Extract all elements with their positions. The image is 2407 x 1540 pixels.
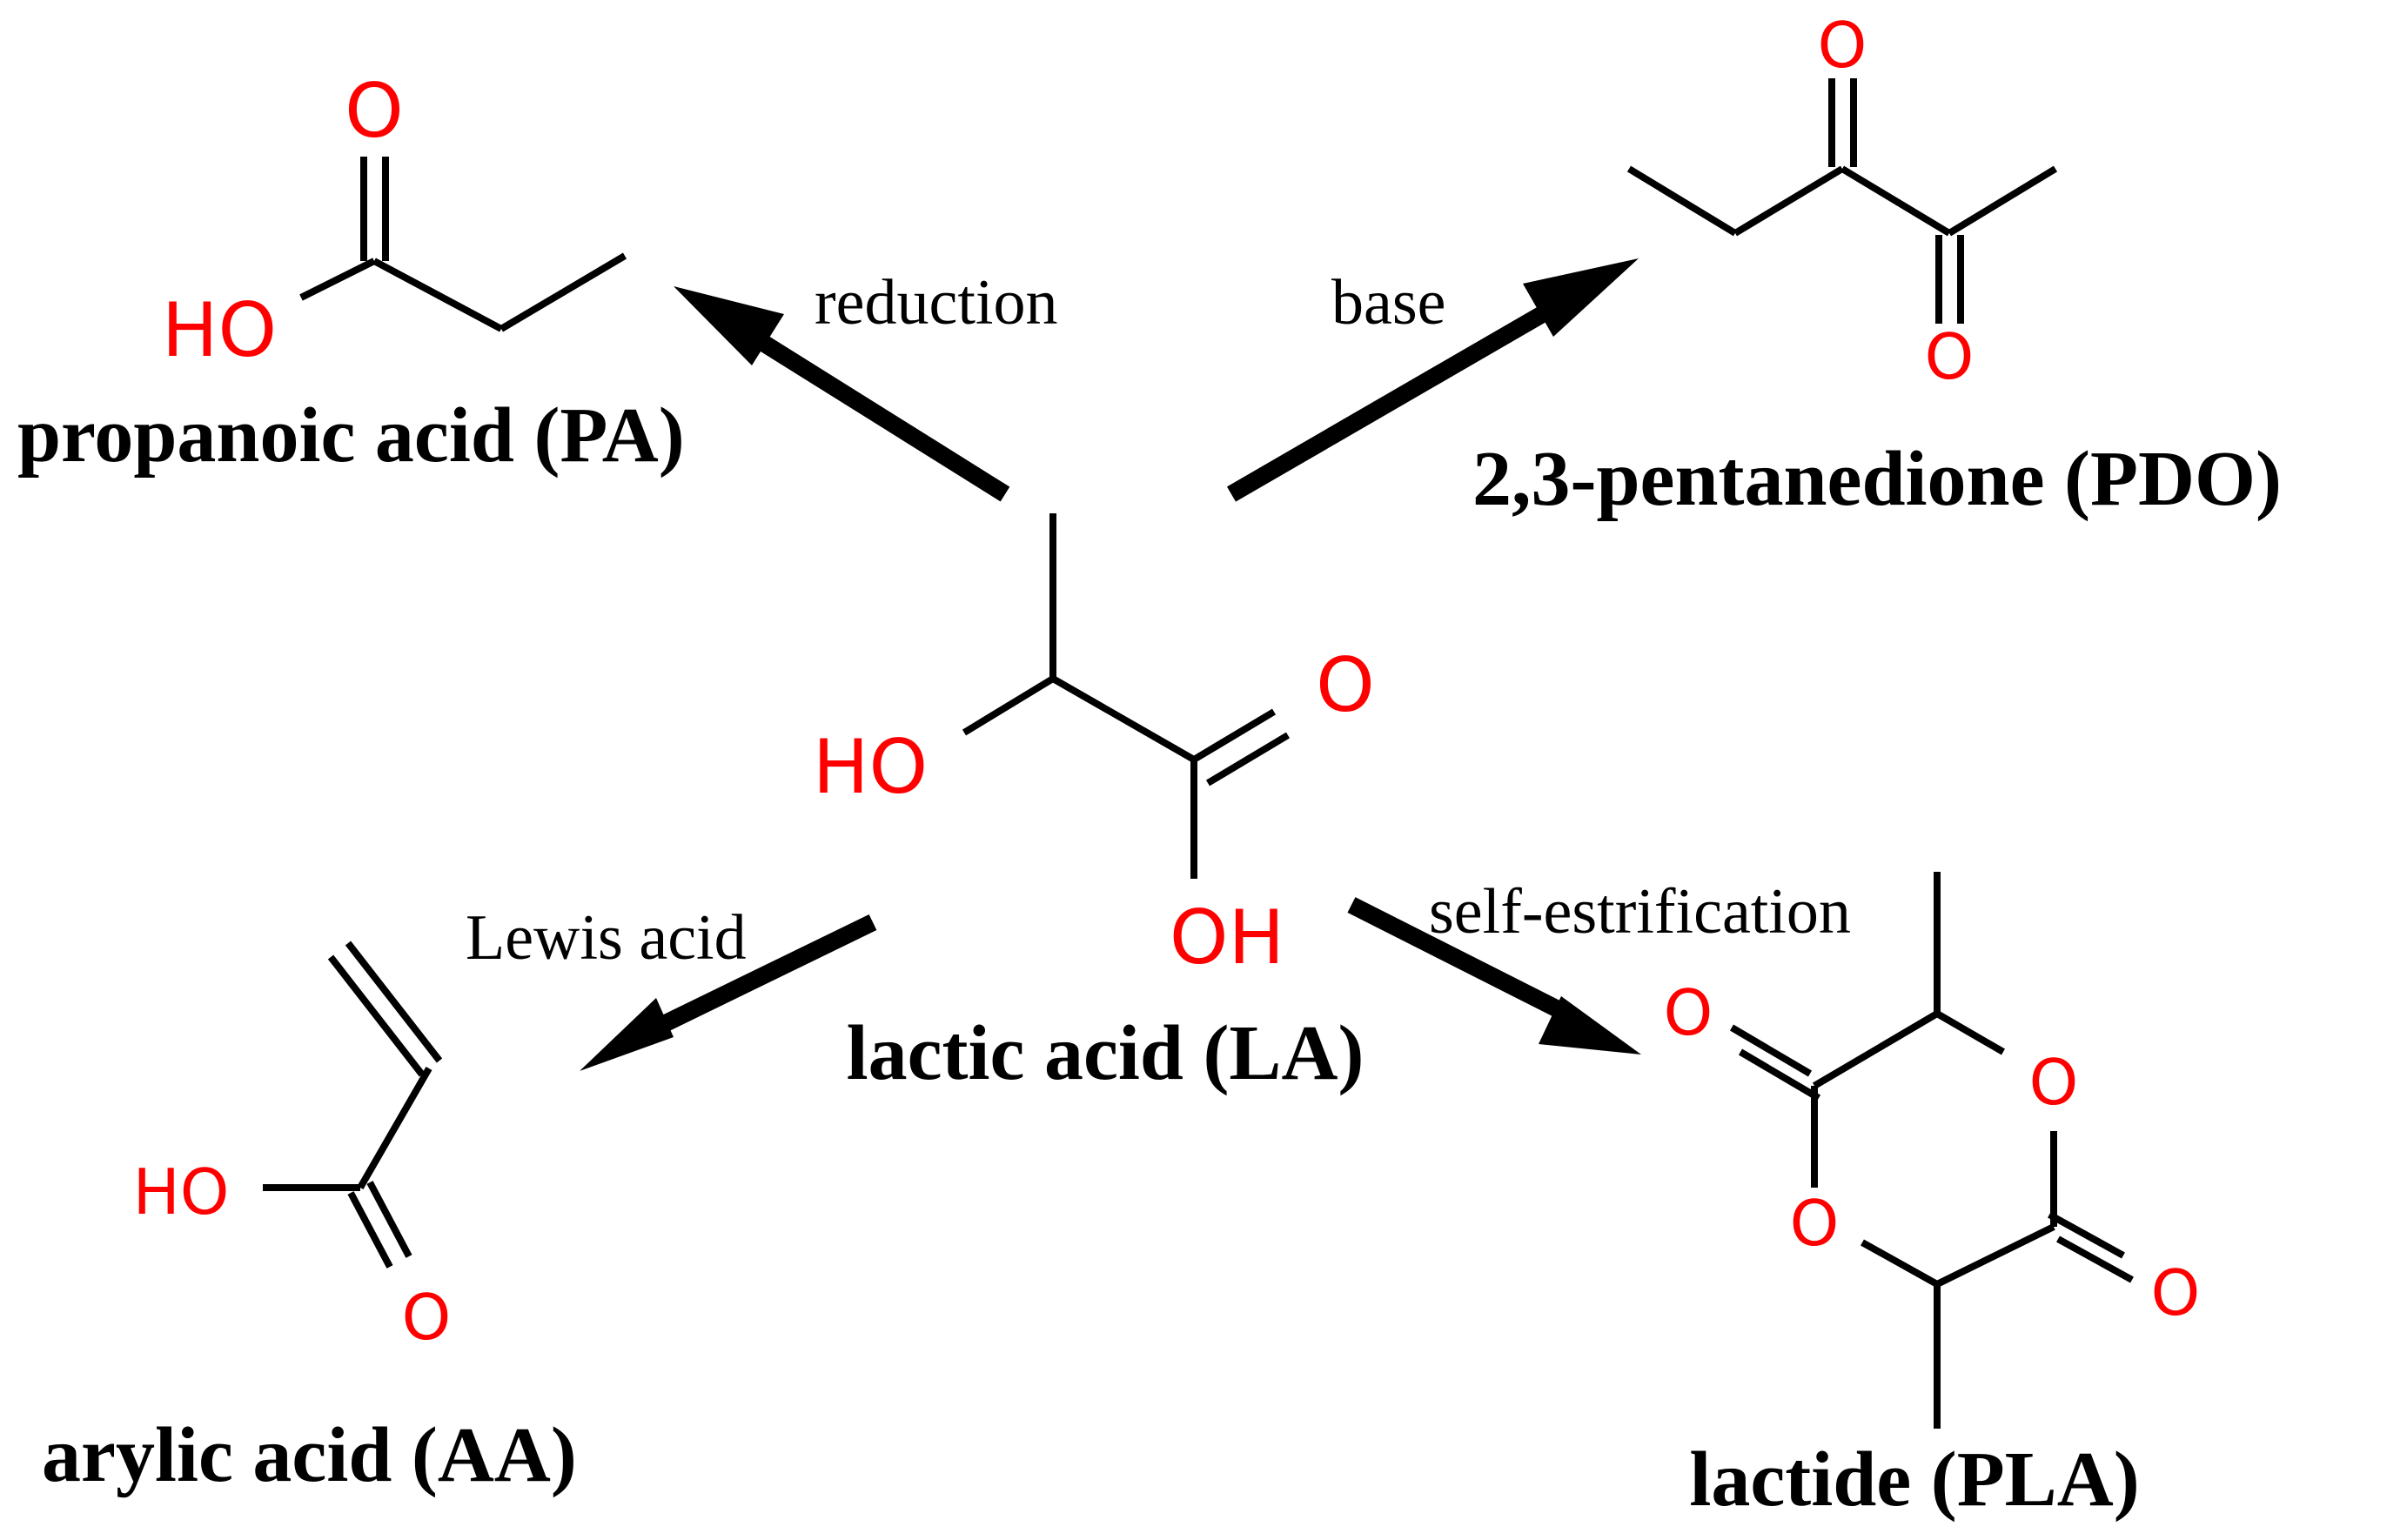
bond xyxy=(345,941,443,1063)
bond xyxy=(372,258,503,332)
bond xyxy=(1934,1010,2006,1055)
condition-lewis-acid: Lewis acid xyxy=(466,902,747,974)
acid-oh-label: OH xyxy=(1170,894,1284,981)
carbonyl-oxygen-label: O xyxy=(1925,320,1975,393)
bond xyxy=(1840,165,1952,237)
hydroxyl-atom-label: HO xyxy=(133,1155,230,1229)
arrow-to-pentanedione xyxy=(1226,258,1639,502)
carbonyl-oxygen-label: O xyxy=(1316,642,1375,729)
arrow-to-arylic-acid xyxy=(580,914,877,1071)
bond xyxy=(299,258,376,301)
condition-self-estrification: self-estrification xyxy=(1429,876,1851,947)
bond xyxy=(347,1191,393,1269)
bond xyxy=(1812,1010,1940,1089)
arylic-acid-name: arylic acid (AA) xyxy=(42,1412,577,1498)
bond xyxy=(1861,1239,1939,1288)
bond xyxy=(1947,165,2058,237)
bond xyxy=(1205,732,1291,787)
bond xyxy=(1935,1223,2055,1288)
bond xyxy=(2048,1211,2125,1259)
bond xyxy=(366,1181,412,1258)
arylic-acid-structure: HO O xyxy=(133,941,452,1354)
condition-base: base xyxy=(1331,267,1446,338)
carbonyl-oxygen-label: O xyxy=(2151,1256,2201,1329)
hydroxyl-atom-label: HO xyxy=(813,724,928,811)
bond xyxy=(1729,1024,1813,1077)
ring-oxygen-label: O xyxy=(2029,1046,2079,1119)
bond xyxy=(499,252,627,332)
bond xyxy=(962,675,1056,736)
bond xyxy=(1738,1048,1821,1101)
arrow-to-lactide xyxy=(1347,897,1641,1055)
lactide-structure: O O O O xyxy=(1664,872,2201,1429)
pentanedione-name: 2,3-pentanedione (PDO) xyxy=(1472,436,2282,522)
propanoic-acid-name: propanoic acid (PA) xyxy=(17,392,685,479)
lactic-acid-structure: HO O OH xyxy=(813,513,1375,981)
bond xyxy=(357,1067,432,1189)
carbonyl-oxygen-label: O xyxy=(402,1281,452,1354)
lactic-acid-name: lactic acid (LA) xyxy=(847,1010,1364,1096)
arrow-to-propanoic-acid xyxy=(674,286,1010,502)
condition-reduction: reduction xyxy=(815,267,1057,338)
ring-oxygen-label: O xyxy=(1790,1187,1840,1260)
carbonyl-oxygen-label: O xyxy=(345,68,404,155)
bond xyxy=(1626,165,1738,237)
carbonyl-oxygen-label: O xyxy=(1818,9,1867,82)
bond xyxy=(1733,165,1845,237)
bond xyxy=(2056,1235,2134,1283)
propanoic-acid-structure: O HO xyxy=(162,68,627,374)
bond xyxy=(1191,708,1277,763)
carbonyl-oxygen-label: O xyxy=(1664,976,1713,1049)
bond xyxy=(1051,675,1196,763)
lactide-name: lactide (PLA) xyxy=(1689,1436,2139,1523)
hydroxyl-atom-label: HO xyxy=(162,287,277,374)
bond xyxy=(327,954,426,1077)
pentanedione-structure: O O xyxy=(1626,9,2058,393)
